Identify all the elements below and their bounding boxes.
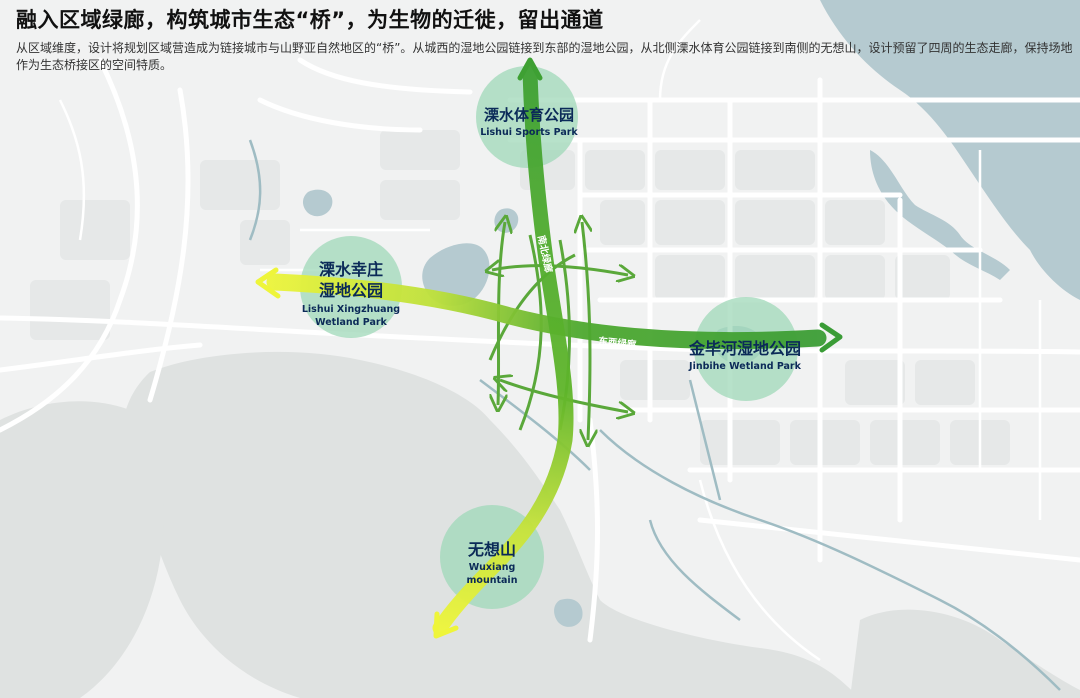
wuxiang-label-en-2: mountain — [467, 575, 518, 586]
xingzhuang-label-en-2: Wetland Park — [315, 317, 387, 328]
sports-park-label-en: Lishui Sports Park — [480, 127, 578, 138]
xingzhuang-label-cn-2: 湿地公园 — [318, 281, 383, 300]
jinbihe-label-cn: 金毕河湿地公园 — [688, 339, 801, 358]
jinbihe-label-en: Jinbihe Wetland Park — [688, 361, 802, 372]
arrow-icon — [255, 267, 843, 353]
minor-roads — [58, 19, 1042, 662]
east-west-corridor-label: 东西绿廊 — [598, 335, 638, 351]
sports-park-label-cn: 溧水体育公园 — [484, 106, 574, 124]
arrow-icon — [517, 57, 543, 81]
north-south-corridor — [432, 57, 574, 639]
page-description: 从区域维度，设计将规划区域营造成为链接城市与山野亚自然地区的“桥”。从城西的湿地… — [16, 41, 1073, 72]
page-title: 融入区域绿廊，构筑城市生态“桥”，为生物的迁徙，留出通道 — [16, 8, 604, 32]
east-west-corridor — [266, 273, 827, 350]
wuxiang-label-en-1: Wuxiang — [469, 562, 516, 573]
wuxiang-label-cn: 无想山 — [467, 540, 516, 559]
city-blocks — [30, 130, 1010, 465]
road-network — [0, 57, 1080, 643]
xingzhuang-label-cn-1: 溧水幸庄 — [319, 260, 383, 279]
xingzhuang-label-en-1: Lishui Xingzhuang — [302, 304, 400, 315]
arrow-icon — [433, 611, 459, 639]
